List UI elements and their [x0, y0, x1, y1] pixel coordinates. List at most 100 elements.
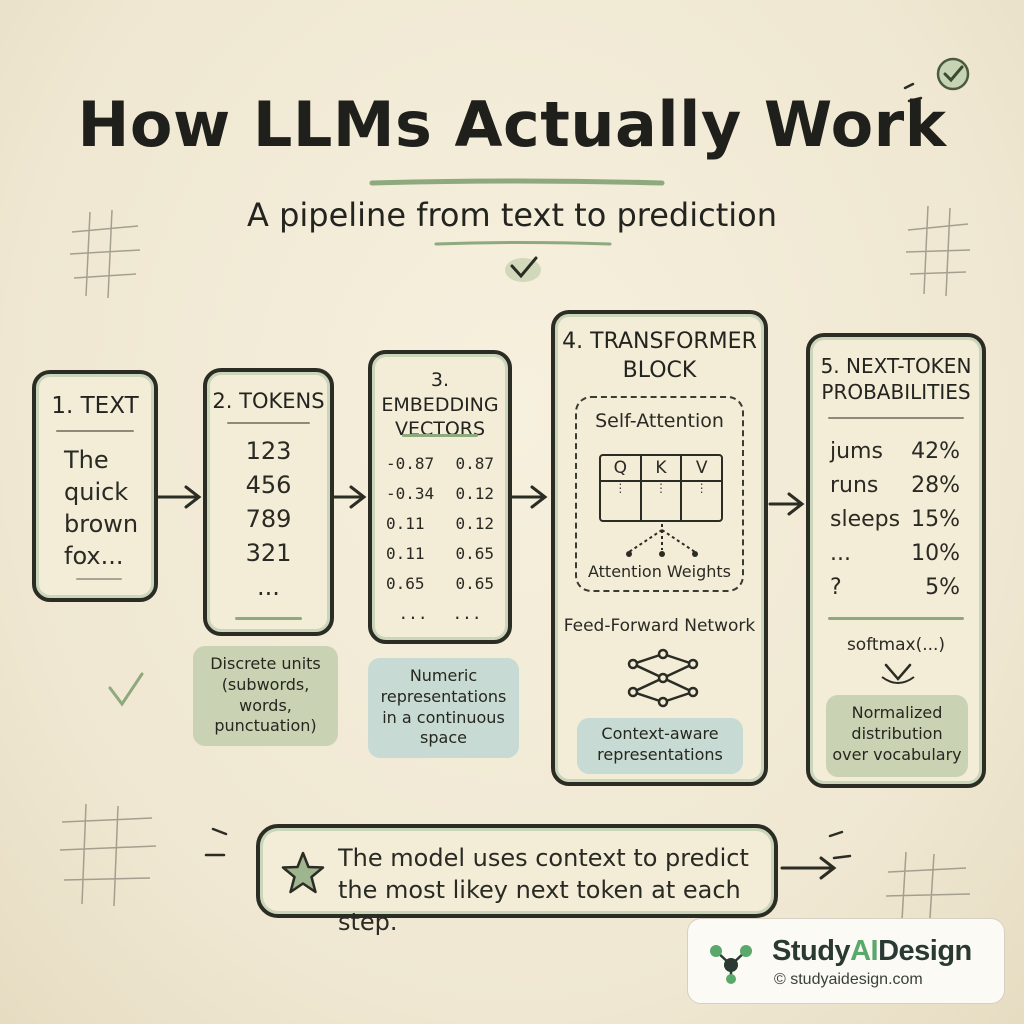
- token-label: sleeps: [830, 507, 901, 532]
- probability-row: ?5%: [830, 571, 960, 605]
- page-title: How LLMs Actually Work: [77, 88, 947, 161]
- embedding-value: ...: [452, 604, 482, 623]
- check-circle-icon: [936, 57, 970, 91]
- probability-value: 5%: [925, 575, 960, 600]
- transformer-note: Context-aware representations: [577, 718, 743, 774]
- token-id: 789: [245, 505, 292, 533]
- text-line: The: [64, 446, 109, 474]
- embedding-value: 0.11: [386, 544, 425, 563]
- embedding-value: 0.12: [455, 484, 494, 503]
- text-line: brown: [64, 510, 139, 538]
- probability-row: sleeps 15%: [830, 503, 960, 537]
- token-id: 123: [245, 437, 292, 465]
- qkv-label: V: [682, 456, 722, 482]
- brand-name-part: Design: [878, 935, 972, 967]
- summary-line: The model uses context to predict: [338, 844, 749, 872]
- check-mark-icon: [108, 672, 144, 707]
- probability-value: 15%: [911, 507, 960, 532]
- embedding-value: 0.11: [386, 514, 425, 533]
- embedding-value: -0.34: [386, 484, 435, 503]
- star-icon: [281, 851, 325, 894]
- ffn-label: Feed-Forward Network: [563, 616, 756, 636]
- probability-value: 10%: [911, 541, 960, 566]
- brand-name-highlight: AI: [850, 935, 879, 967]
- note-line: in a continuous: [382, 707, 505, 727]
- token-id: ...: [257, 573, 280, 601]
- stage-probabilities-title: 5. NEXT-TOKEN PROBABILITIES: [810, 353, 982, 405]
- divider: [76, 578, 122, 580]
- stage-embedding-title: 3. EMBEDDING VECTORS: [372, 368, 508, 442]
- brand-name-part: Study: [772, 935, 851, 967]
- arrow-icon: [780, 856, 837, 880]
- note-line: over vocabulary: [832, 744, 962, 764]
- brand-site: © studyaidesign.com: [774, 971, 923, 988]
- self-attention-panel: Self-Attention Q ⋮ K ⋮ V ⋮ Attention Wei…: [575, 396, 744, 592]
- self-attention-label: Self-Attention: [595, 410, 724, 432]
- stage-text-content: The quick brown fox...: [64, 444, 138, 572]
- title-line: 4. TRANSFORMER: [562, 329, 757, 354]
- neural-network-icon: [627, 648, 699, 708]
- text-line: quick: [64, 478, 129, 506]
- probabilities-note: Normalized distribution over vocabulary: [826, 695, 968, 777]
- qkv-label: Q: [601, 456, 640, 482]
- note-line: Numeric: [409, 666, 478, 685]
- embedding-value: 0.12: [455, 514, 494, 533]
- title-line: 5. NEXT-TOKEN: [820, 354, 972, 378]
- embedding-value: 0.65: [455, 544, 494, 563]
- title-line: VECTORS: [394, 418, 486, 441]
- qkv-column: Q ⋮: [601, 456, 642, 520]
- divider: [235, 617, 302, 620]
- token-id: 456: [245, 471, 292, 499]
- qkv-column: K ⋮: [641, 456, 683, 520]
- title-line: PROBABILITIES: [821, 380, 971, 404]
- token-id-list: 123 456 789 321 ...: [207, 434, 330, 604]
- note-line: Normalized: [851, 703, 943, 722]
- arrow-icon: [156, 485, 202, 509]
- embedding-row: 0.11 0.65: [386, 544, 494, 574]
- stage-transformer-box: 4. TRANSFORMER BLOCK Self-Attention Q ⋮ …: [551, 310, 768, 786]
- stage-tokens-box: 2. TOKENS 123 456 789 321 ...: [203, 368, 334, 636]
- divider: [227, 422, 310, 424]
- summary-line: the most likey next token at each step.: [338, 876, 741, 936]
- probability-row: ... 10%: [830, 537, 960, 571]
- note-line: punctuation): [214, 716, 317, 736]
- embedding-value: 0.87: [455, 454, 494, 473]
- token-label: ...: [830, 541, 851, 566]
- embedding-value: ...: [398, 604, 428, 623]
- summary-text: The model uses context to predict the mo…: [338, 842, 774, 938]
- text-line: fox...: [64, 542, 124, 570]
- arrow-icon: [768, 492, 805, 516]
- note-line: Discrete units: [210, 654, 321, 673]
- token-label: jums: [830, 439, 883, 464]
- stage-text-title: 1. TEXT: [51, 393, 139, 419]
- divider: [56, 430, 134, 432]
- stage-transformer-title: 4. TRANSFORMER BLOCK: [555, 328, 764, 385]
- probability-value: 28%: [911, 473, 960, 498]
- divider: [402, 434, 478, 437]
- note-line: Context-aware: [601, 724, 719, 743]
- attention-lines-icon: [626, 524, 698, 557]
- embedding-row: 0.11 0.12: [386, 514, 494, 544]
- arrow-icon: [510, 485, 548, 509]
- divider: [828, 617, 964, 620]
- qkv-column: V ⋮: [682, 456, 722, 520]
- check-mark-icon: [505, 256, 541, 282]
- note-line: space: [420, 728, 467, 748]
- title-line: 3. EMBEDDING: [381, 369, 499, 416]
- stage-tokens-title: 2. TOKENS: [212, 389, 325, 413]
- softmax-arrow-icon: [881, 663, 915, 684]
- note-line: representations: [597, 744, 723, 764]
- brand-badge[interactable]: StudyAIDesign © studyaidesign.com: [687, 918, 1005, 1004]
- note-line: representations: [380, 686, 507, 706]
- qkv-matrix: Q ⋮ K ⋮ V ⋮: [599, 454, 723, 522]
- embedding-row: -0.34 0.12: [386, 484, 494, 514]
- embedding-note: Numeric representations in a continuous …: [368, 658, 519, 758]
